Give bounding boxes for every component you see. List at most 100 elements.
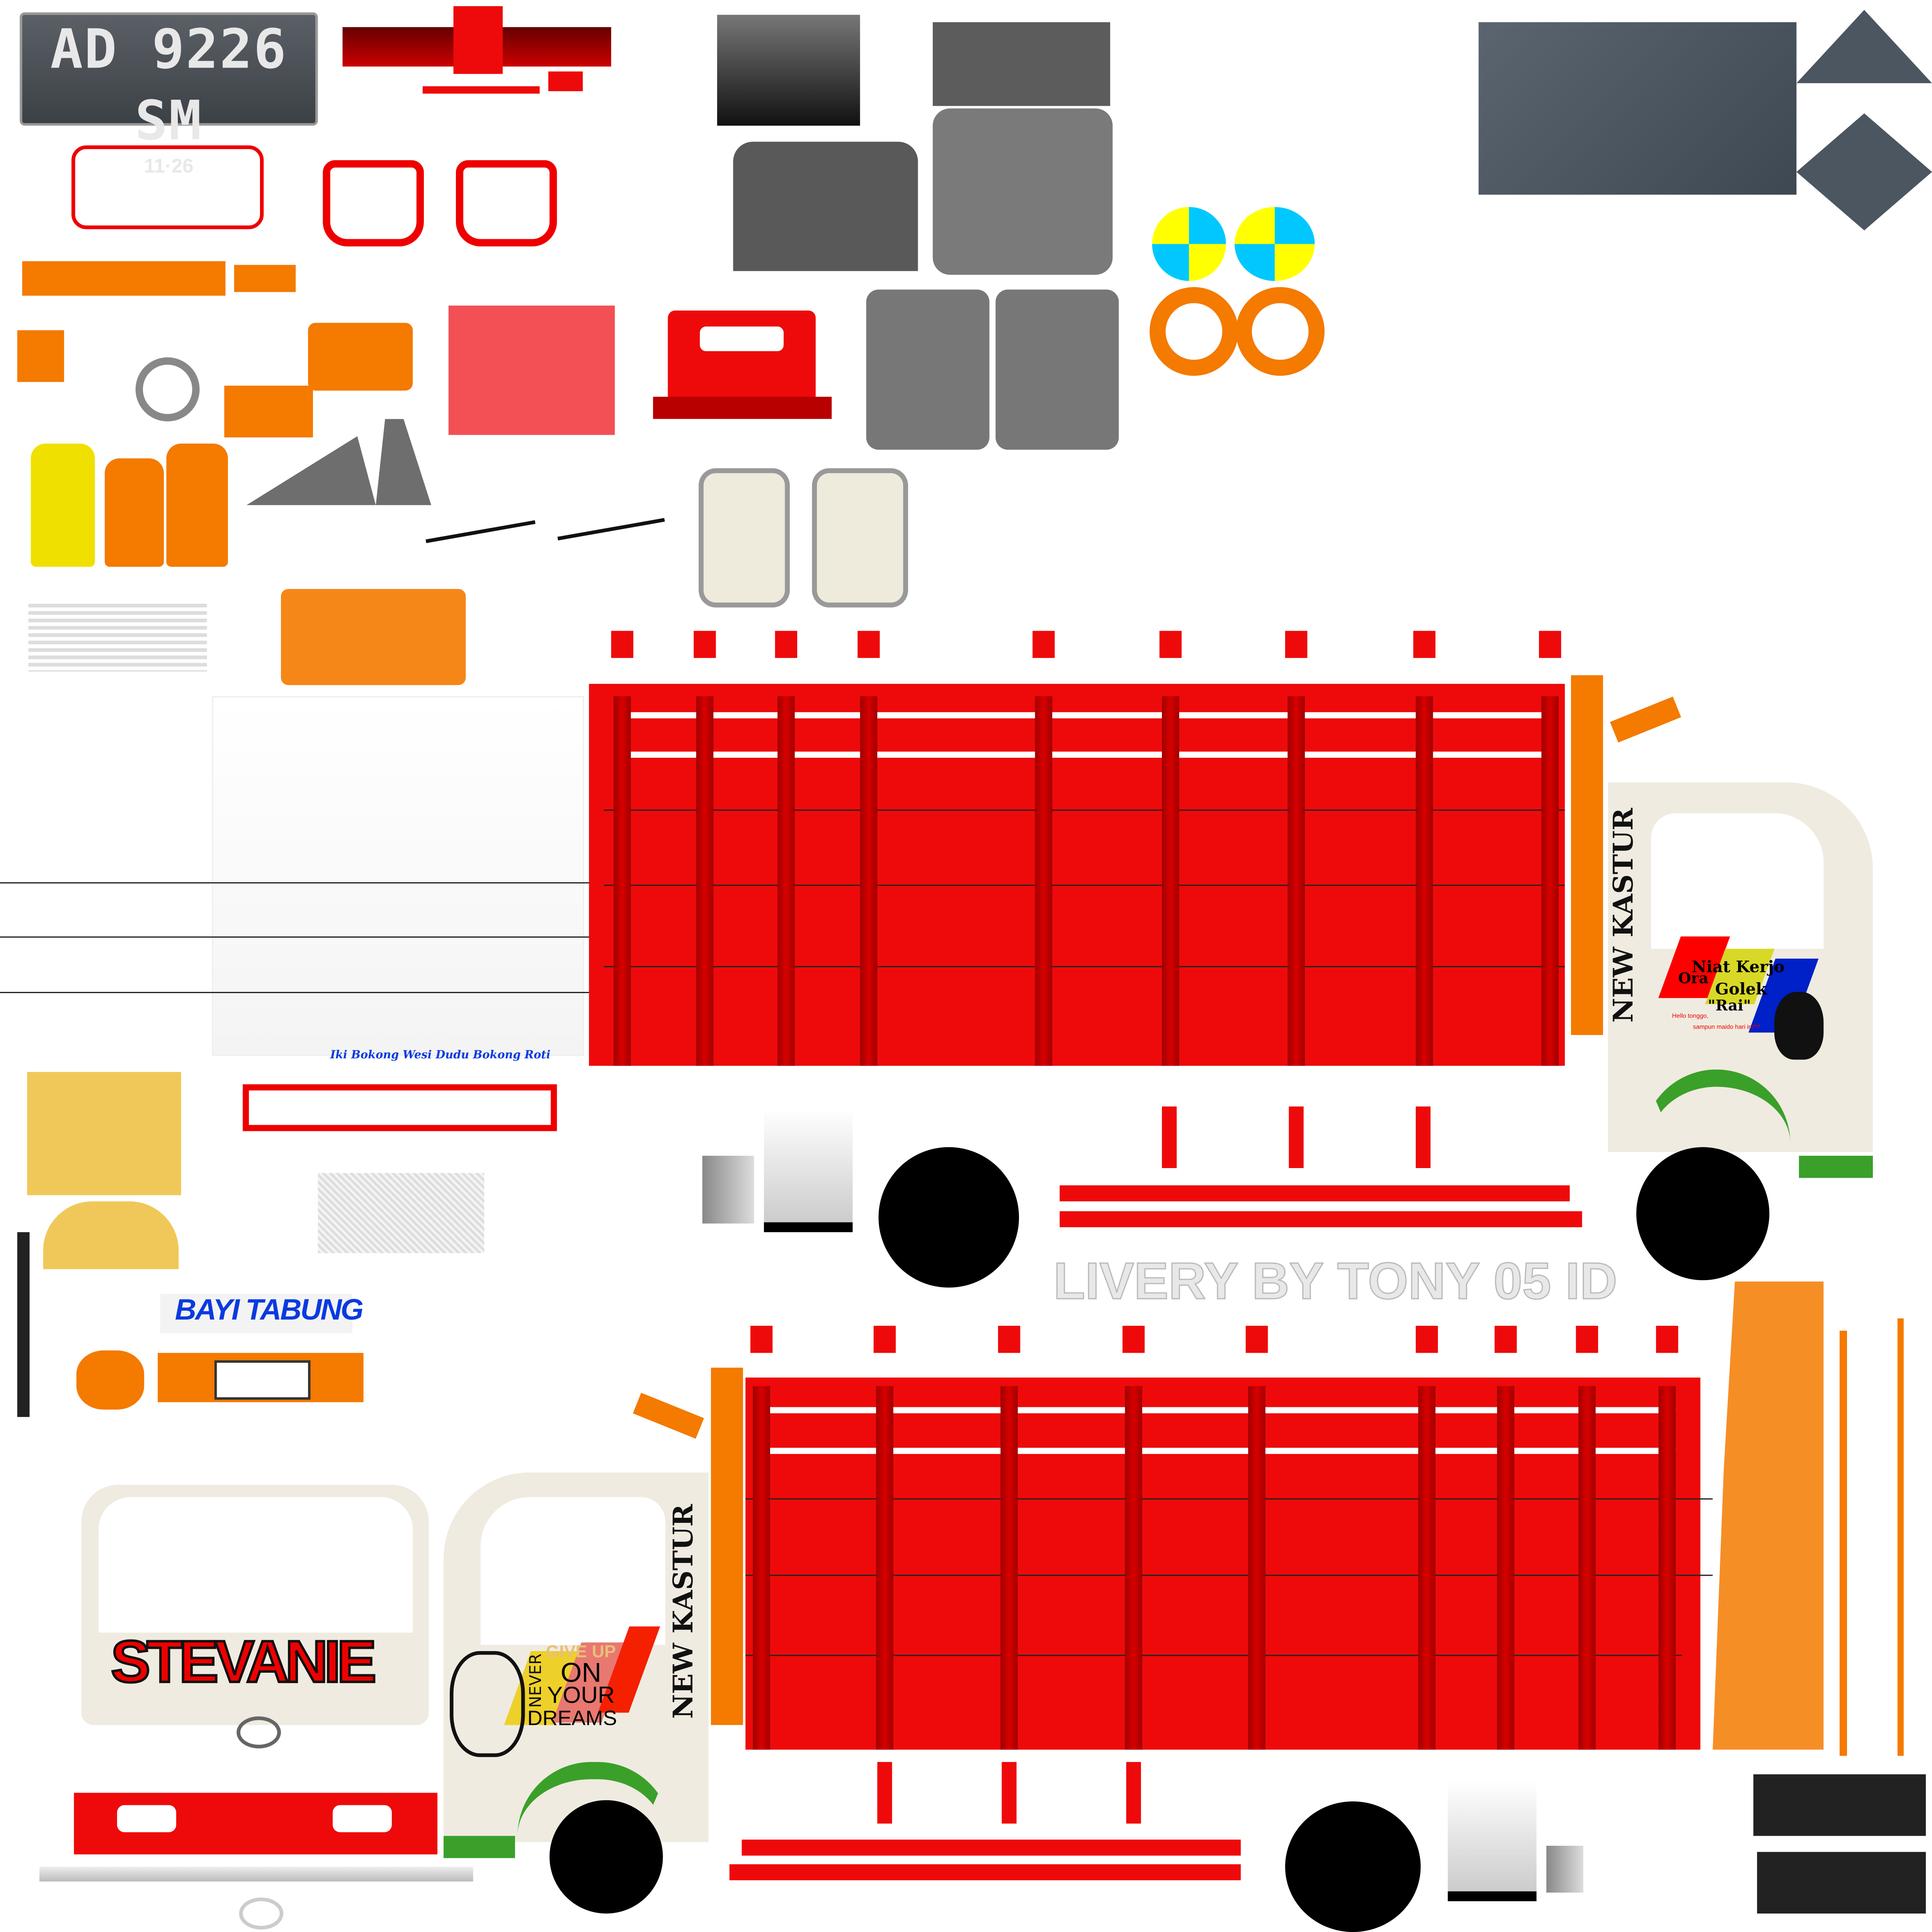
visor — [633, 1393, 704, 1439]
mirror-glass — [812, 468, 908, 608]
rail-stripe — [770, 1447, 1676, 1454]
vent-grille — [28, 604, 207, 672]
wheel — [1636, 1147, 1770, 1281]
box-cap — [873, 1326, 896, 1353]
gradient-panel — [764, 1109, 853, 1232]
fog-light — [332, 1805, 392, 1832]
box-post — [876, 1386, 893, 1750]
radiator-grille — [318, 1173, 485, 1253]
rail-stripe — [628, 752, 1543, 758]
box-cap — [775, 631, 798, 658]
box-cap — [1415, 1326, 1438, 1353]
box-cap — [1245, 1326, 1268, 1353]
small-line: Hello tonggo, — [1672, 1013, 1709, 1020]
speaker-box — [224, 386, 313, 438]
guide-line — [604, 884, 1565, 886]
box-post — [1035, 696, 1053, 1066]
metal-block — [702, 1156, 754, 1224]
small-line: sampun maido hari ini?? — [1693, 1024, 1760, 1032]
on-text: ON — [560, 1657, 602, 1688]
box-post — [1497, 1386, 1515, 1750]
never-text: NEVER — [527, 1653, 546, 1708]
side-skirt — [1060, 1185, 1570, 1202]
cab-dash-grey — [733, 141, 918, 271]
quote-ora: Ora — [1678, 969, 1709, 987]
box-post — [1658, 1386, 1676, 1750]
fender-yellow — [27, 1072, 181, 1196]
wheel — [1285, 1801, 1421, 1932]
box-post — [1415, 696, 1433, 1066]
portrait-silhouette — [1774, 992, 1824, 1060]
box-post — [753, 1386, 770, 1750]
box-cap — [694, 631, 716, 658]
box-post — [1578, 1386, 1596, 1750]
box-post — [614, 696, 631, 1066]
wiper — [557, 518, 665, 541]
sticker-label: BAYI TABUNG — [175, 1294, 364, 1327]
parts-cluster — [1713, 1281, 1824, 1750]
chassis-bar — [1002, 1762, 1017, 1824]
guide-line — [745, 1655, 1682, 1656]
dark-panel — [1753, 1774, 1926, 1836]
cab-back-window — [700, 327, 784, 351]
box-post — [1418, 1386, 1435, 1750]
chassis-bar — [1162, 1106, 1177, 1168]
box-cap — [611, 631, 634, 658]
box-post — [860, 696, 878, 1066]
quote-rai: "Rai" — [1708, 997, 1751, 1014]
side-skirt — [1060, 1211, 1582, 1228]
door-inner-left — [866, 289, 990, 450]
cab-front-window — [99, 1497, 413, 1633]
box-post — [1287, 696, 1305, 1066]
chassis-texture — [1796, 10, 1932, 83]
box-post — [1125, 1386, 1143, 1750]
interior-part — [234, 265, 296, 292]
guide-line — [604, 966, 1565, 968]
plate-expiry: 11·26 — [144, 156, 194, 178]
beacon-light — [453, 6, 503, 74]
box-cap — [1413, 631, 1435, 658]
cab-brand-text: NEW KASTUR — [1608, 808, 1640, 1023]
fender-yellow — [43, 1201, 179, 1269]
headlight-left — [323, 160, 424, 247]
chassis-texture — [1796, 113, 1932, 231]
cab-window-left — [480, 1497, 665, 1645]
plate-number: AD 9226 SM — [50, 18, 287, 153]
rail-stripe — [628, 712, 1543, 719]
seat-yellow — [31, 443, 95, 567]
rail-stripe — [770, 1407, 1676, 1413]
box-cap — [857, 631, 880, 658]
chrome-strip — [39, 1867, 473, 1882]
parts-cluster — [281, 589, 466, 685]
cab-back-interior — [932, 108, 1113, 275]
parts-strip — [1897, 1318, 1904, 1756]
lamp-window — [214, 1360, 311, 1400]
cab-roof — [932, 22, 1111, 106]
front-name: STEVANIE — [110, 1629, 378, 1697]
box-cap — [750, 1326, 773, 1353]
reflector-x — [1235, 207, 1315, 281]
mud-flap — [653, 396, 832, 419]
seat-orange — [105, 458, 164, 567]
fog-light — [117, 1805, 176, 1832]
light-block — [548, 71, 583, 91]
box-front-edge — [711, 1367, 743, 1725]
box-cap — [998, 1326, 1020, 1353]
color-panel — [448, 305, 615, 435]
metal-block — [1546, 1845, 1583, 1893]
guide-line — [0, 936, 604, 938]
chassis-bar — [1126, 1762, 1141, 1824]
side-skirt — [729, 1864, 1241, 1881]
box-cap — [1576, 1326, 1598, 1353]
cab-brand-text: NEW KASTUR — [668, 1504, 700, 1719]
rear-bumper-frame — [243, 1084, 557, 1131]
your-text: YOUR — [547, 1683, 615, 1709]
box-post — [696, 696, 714, 1066]
visor — [1610, 696, 1681, 743]
dreams-text: DREAMS — [527, 1706, 617, 1730]
rear-panel — [212, 696, 584, 1056]
reflector-x — [1152, 207, 1226, 281]
chassis-bar — [1415, 1106, 1431, 1168]
box-post — [1162, 696, 1179, 1066]
